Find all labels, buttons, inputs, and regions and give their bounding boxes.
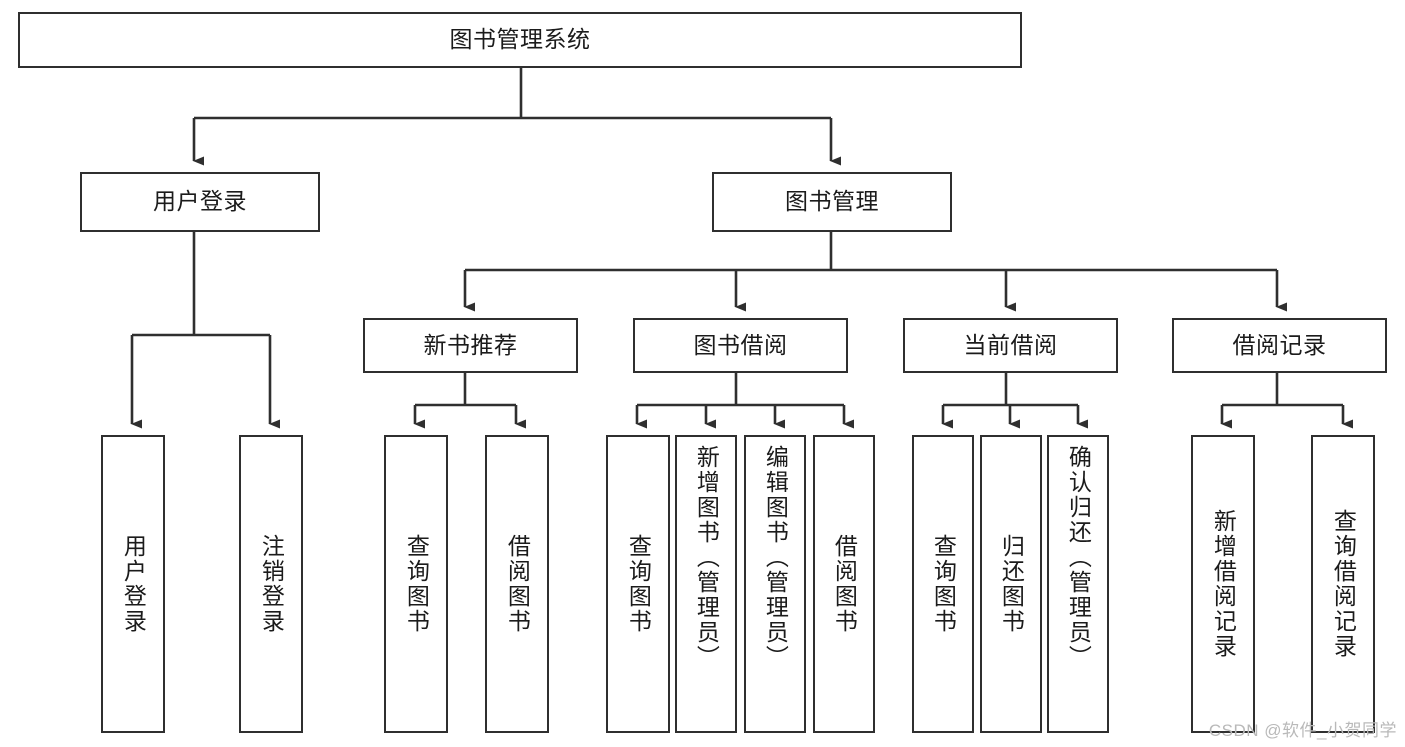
node-root[interactable]: 图书管理系统 xyxy=(18,12,1022,68)
node-new-book-recommend-label: 新书推荐 xyxy=(423,331,518,358)
node-leaf-query-book-3[interactable]: 查询图书 xyxy=(912,435,974,733)
node-leaf-borrow-book-1[interactable]: 借阅图书 xyxy=(485,435,549,733)
watermark-text: CSDN @软件_小贺同学 xyxy=(1208,721,1397,740)
node-new-book-recommend[interactable]: 新书推荐 xyxy=(363,318,578,373)
node-leaf-query-book-1-label: 查询图书 xyxy=(403,534,430,634)
node-leaf-query-record[interactable]: 查询借阅记录 xyxy=(1311,435,1375,733)
node-leaf-add-record[interactable]: 新增借阅记录 xyxy=(1191,435,1255,733)
node-root-label: 图书管理系统 xyxy=(449,26,591,53)
node-current-borrow-label: 当前借阅 xyxy=(963,331,1058,358)
node-user-login[interactable]: 用户登录 xyxy=(80,172,320,232)
node-leaf-query-book-3-label: 查询图书 xyxy=(930,534,957,634)
node-leaf-logout-login-label: 注销登录 xyxy=(258,534,285,634)
node-leaf-user-login[interactable]: 用户登录 xyxy=(101,435,165,733)
node-leaf-edit-book-label: 编辑图书（管理员） xyxy=(762,445,789,670)
node-leaf-return-book[interactable]: 归还图书 xyxy=(980,435,1042,733)
node-leaf-confirm-return-label: 确认归还（管理员） xyxy=(1065,445,1092,670)
node-leaf-logout-login[interactable]: 注销登录 xyxy=(239,435,303,733)
node-leaf-borrow-book-1-label: 借阅图书 xyxy=(504,534,531,634)
node-current-borrow[interactable]: 当前借阅 xyxy=(903,318,1118,373)
node-leaf-query-book-1[interactable]: 查询图书 xyxy=(384,435,448,733)
node-user-login-label: 用户登录 xyxy=(153,188,247,215)
node-leaf-user-login-label: 用户登录 xyxy=(120,534,147,634)
node-leaf-edit-book[interactable]: 编辑图书（管理员） xyxy=(744,435,806,733)
node-book-borrow-label: 图书借阅 xyxy=(693,331,788,358)
node-leaf-confirm-return[interactable]: 确认归还（管理员） xyxy=(1047,435,1109,733)
node-book-manage[interactable]: 图书管理 xyxy=(712,172,952,232)
node-leaf-query-record-label: 查询借阅记录 xyxy=(1330,509,1357,659)
node-leaf-return-book-label: 归还图书 xyxy=(998,534,1025,634)
node-leaf-borrow-book-2-label: 借阅图书 xyxy=(831,534,858,634)
node-leaf-query-book-2-label: 查询图书 xyxy=(625,534,652,634)
node-leaf-query-book-2[interactable]: 查询图书 xyxy=(606,435,670,733)
node-leaf-add-record-label: 新增借阅记录 xyxy=(1210,509,1237,659)
node-leaf-add-book-label: 新增图书（管理员） xyxy=(693,445,720,670)
node-borrow-record-label: 借阅记录 xyxy=(1232,331,1327,358)
node-borrow-record[interactable]: 借阅记录 xyxy=(1172,318,1387,373)
node-book-manage-label: 图书管理 xyxy=(785,188,879,215)
node-book-borrow[interactable]: 图书借阅 xyxy=(633,318,848,373)
node-leaf-borrow-book-2[interactable]: 借阅图书 xyxy=(813,435,875,733)
node-leaf-add-book[interactable]: 新增图书（管理员） xyxy=(675,435,737,733)
